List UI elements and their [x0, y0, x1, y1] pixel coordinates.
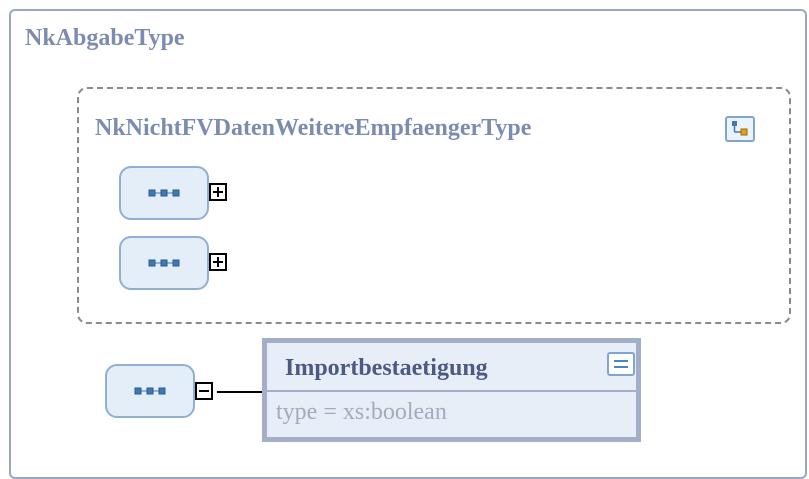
- sequence-icon: [148, 259, 180, 267]
- sequence-icon: [134, 387, 166, 395]
- element-box[interactable]: Importbestaetigung type = xs:boolean: [262, 338, 641, 442]
- attributes-collapse-icon[interactable]: [607, 352, 635, 376]
- expand-icon[interactable]: [209, 253, 227, 271]
- complex-type-title: NkAbgabeType: [25, 25, 185, 51]
- type-group-title: NkNichtFVDatenWeitereEmpfaengerType: [95, 115, 532, 141]
- type-icon[interactable]: [725, 116, 755, 142]
- type-group-box: [77, 87, 791, 324]
- sequence-node[interactable]: [119, 166, 209, 220]
- sequence-node[interactable]: [119, 236, 209, 290]
- collapse-toggle-icon[interactable]: [195, 382, 213, 400]
- expand-icon[interactable]: [209, 183, 227, 201]
- connector-line: [217, 391, 262, 393]
- sequence-node[interactable]: [105, 364, 195, 418]
- sequence-icon: [148, 189, 180, 197]
- element-attribute: type = xs:boolean: [276, 399, 447, 425]
- element-name: Importbestaetigung: [285, 355, 488, 381]
- element-divider: [267, 390, 636, 392]
